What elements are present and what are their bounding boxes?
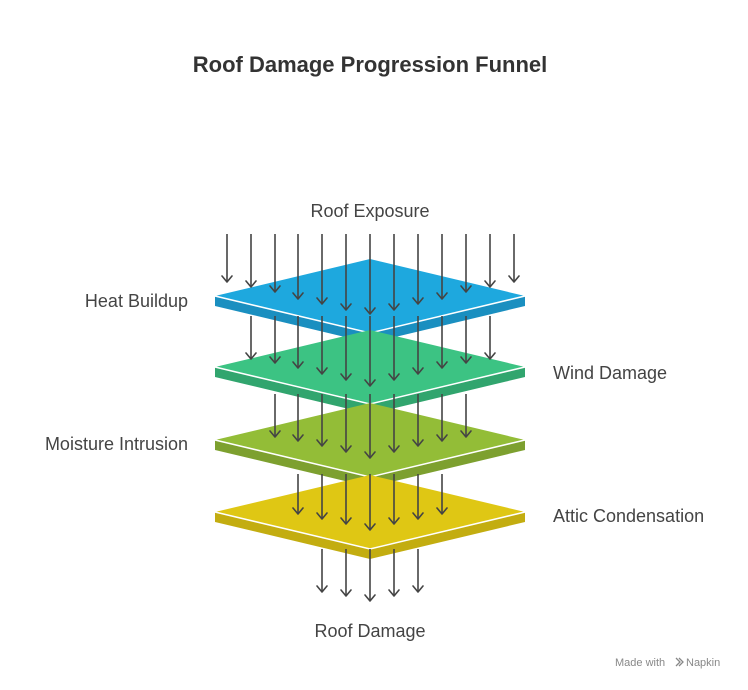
flow-arrow xyxy=(460,234,472,293)
flow-arrow xyxy=(388,394,400,453)
flow-arrow xyxy=(292,394,304,442)
input-label: Roof Exposure xyxy=(310,201,429,221)
flow-arrow xyxy=(412,549,424,593)
flow-arrow xyxy=(388,474,400,525)
flow-arrows xyxy=(221,234,520,602)
napkin-credit: Made with Napkin xyxy=(615,657,720,669)
flow-arrow xyxy=(508,234,520,283)
flow-arrow xyxy=(245,234,257,288)
layer-label: Heat Buildup xyxy=(85,291,188,311)
flow-arrow xyxy=(245,316,257,360)
flow-arrow xyxy=(316,394,328,447)
flow-arrow xyxy=(484,234,496,288)
flow-arrow xyxy=(484,316,496,360)
flow-arrow xyxy=(364,474,376,531)
output-label: Roof Damage xyxy=(314,621,425,641)
flow-arrow xyxy=(412,316,424,375)
flow-arrow xyxy=(316,316,328,375)
flow-arrow xyxy=(364,549,376,602)
credit-brand: Napkin xyxy=(686,657,720,669)
flow-arrow xyxy=(364,316,376,387)
napkin-logo-icon xyxy=(675,657,684,667)
flow-arrow xyxy=(364,394,376,459)
flow-arrow xyxy=(292,234,304,300)
flow-arrow xyxy=(316,234,328,305)
flow-arrow xyxy=(316,549,328,593)
flow-arrow xyxy=(388,234,400,311)
flow-arrow xyxy=(460,394,472,438)
flow-arrow xyxy=(221,234,233,283)
flow-arrow xyxy=(269,394,281,438)
flow-arrow xyxy=(412,394,424,447)
flow-arrow xyxy=(292,474,304,515)
flow-arrow xyxy=(269,234,281,293)
flow-arrow xyxy=(340,474,352,525)
flow-arrow xyxy=(269,316,281,364)
flow-arrow xyxy=(436,316,448,369)
flow-arrow xyxy=(340,234,352,311)
flow-arrow xyxy=(364,234,376,315)
flow-arrow xyxy=(436,394,448,442)
layer-label: Wind Damage xyxy=(553,363,667,383)
flow-arrow xyxy=(436,234,448,300)
flow-arrow xyxy=(412,234,424,305)
flow-arrow xyxy=(316,474,328,520)
diagram-title: Roof Damage Progression Funnel xyxy=(193,52,548,77)
flow-arrow xyxy=(388,316,400,381)
flow-arrow xyxy=(436,474,448,515)
flow-arrow xyxy=(340,549,352,597)
flow-arrow xyxy=(388,549,400,597)
flow-arrow xyxy=(412,474,424,520)
flow-arrow xyxy=(340,316,352,381)
flow-arrow xyxy=(460,316,472,364)
flow-arrow xyxy=(292,316,304,369)
flow-arrow xyxy=(340,394,352,453)
layer-label: Moisture Intrusion xyxy=(45,434,188,454)
credit-prefix: Made with xyxy=(615,657,665,669)
layer-label: Attic Condensation xyxy=(553,506,704,526)
